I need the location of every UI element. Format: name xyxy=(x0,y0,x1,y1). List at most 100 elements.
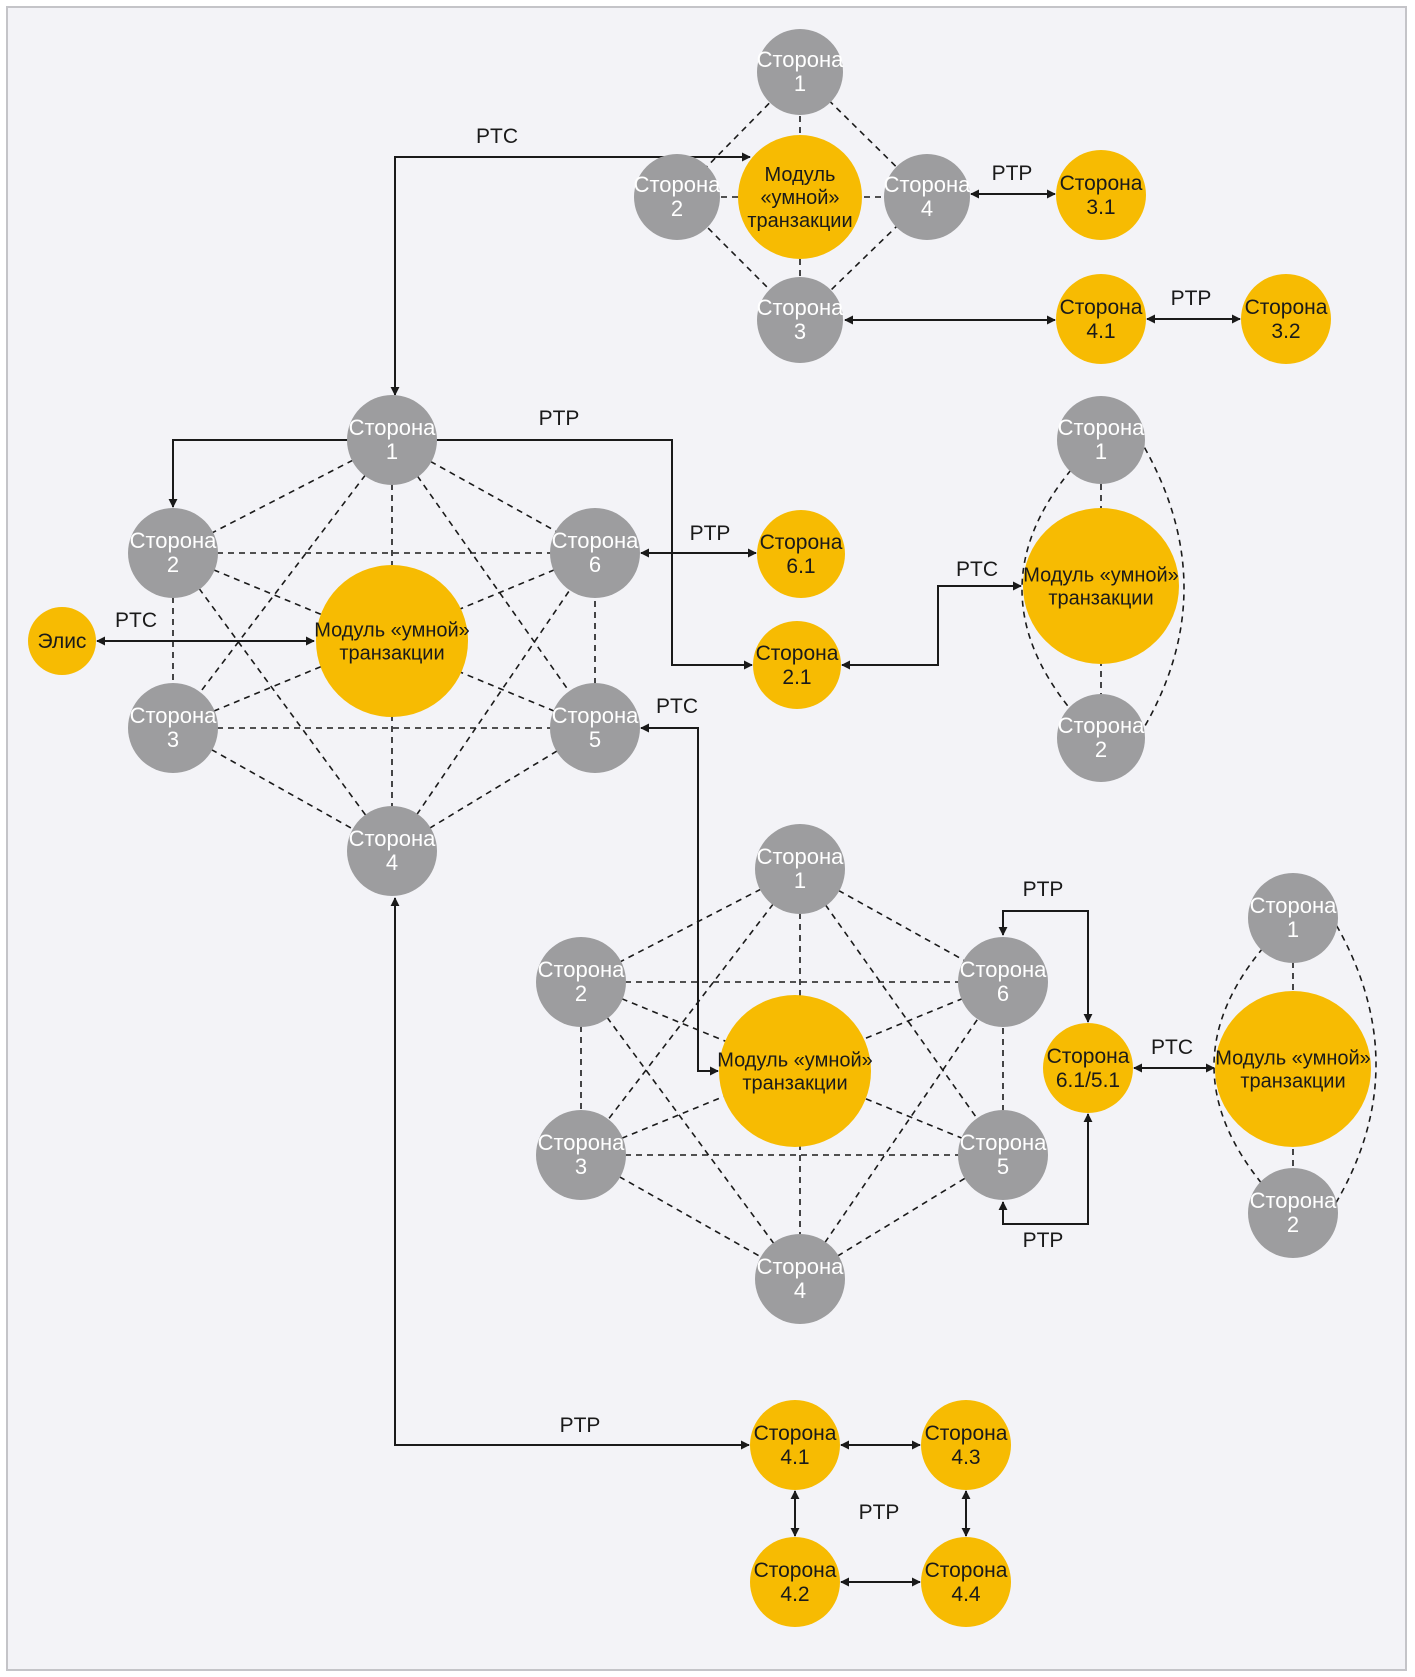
node-circle xyxy=(28,607,96,675)
node-label: 3 xyxy=(167,727,179,752)
connector xyxy=(390,897,750,1450)
node-label: 3 xyxy=(575,1154,587,1179)
node-label: Сторона xyxy=(757,295,845,320)
node-circle xyxy=(347,395,437,485)
connector-label-ptp: PTP xyxy=(1023,878,1064,901)
node-label: Сторона xyxy=(538,957,626,982)
node-label: Сторона xyxy=(130,528,218,553)
node-label: Сторона xyxy=(552,528,640,553)
node-circle xyxy=(1248,873,1338,963)
node-circle xyxy=(128,683,218,773)
dashed-link xyxy=(172,552,393,852)
node-label: 6 xyxy=(589,552,601,577)
node-circle xyxy=(1023,508,1179,664)
connector-label-ptp: PTP xyxy=(690,522,731,545)
smart-transaction-hub-hubBottomRight: Модуль «умной»транзакции xyxy=(1215,991,1371,1147)
node-label: Модуль xyxy=(765,164,836,186)
node-circle xyxy=(921,1400,1011,1490)
node-circle xyxy=(750,1537,840,1627)
node-label: Модуль «умной» xyxy=(1215,1048,1371,1070)
node-label: транзакции xyxy=(747,210,852,232)
node-circle xyxy=(1043,1023,1133,1113)
dashed-link xyxy=(391,439,596,729)
node-label: 2 xyxy=(575,981,587,1006)
node-label: Сторона xyxy=(925,1559,1008,1582)
node-label: Сторона xyxy=(1245,296,1328,319)
node-circle xyxy=(1057,694,1145,782)
node-label: Сторона xyxy=(1058,713,1146,738)
node-label: Сторона xyxy=(757,1254,845,1279)
dashed-link xyxy=(799,981,1004,1280)
node-label: 4 xyxy=(794,1278,806,1303)
node-label: 1 xyxy=(386,439,398,464)
connector-label-ptp: PTP xyxy=(539,407,580,430)
connector xyxy=(998,910,1093,1023)
node-label: Модуль «умной» xyxy=(314,620,470,642)
node-label: Сторона xyxy=(760,531,843,554)
dashed-arc-left xyxy=(1213,947,1264,1186)
node-label: Сторона xyxy=(1250,1188,1338,1213)
dashed-link xyxy=(172,439,393,729)
smart-transaction-hub-hubRight: Модуль «умной»транзакции xyxy=(1023,508,1179,664)
node-circle xyxy=(1215,991,1371,1147)
connector-label-ptp: PTP xyxy=(1171,287,1212,310)
dashed-link xyxy=(172,439,393,554)
connector xyxy=(998,1113,1093,1225)
node-label: Сторона xyxy=(1060,172,1143,195)
node-circle xyxy=(1248,1168,1338,1258)
smart-transaction-hub-hubBottom: Модуль «умной»транзакции xyxy=(717,995,873,1147)
node-label: 4.3 xyxy=(951,1446,980,1469)
node-label: 3.1 xyxy=(1086,196,1115,219)
connector xyxy=(841,581,1022,670)
node-circle xyxy=(738,135,862,259)
node-label: Сторона xyxy=(1250,893,1338,918)
node-label: 4 xyxy=(386,850,398,875)
node-label: Сторона xyxy=(925,1422,1008,1445)
node-label: 6 xyxy=(997,981,1009,1006)
node-label: 6.1 xyxy=(786,555,815,578)
node-label: 1 xyxy=(1095,439,1107,464)
node-label: транзакции xyxy=(1240,1071,1345,1093)
node-label: 6.1/5.1 xyxy=(1056,1069,1120,1092)
node-label: транзакции xyxy=(742,1073,847,1095)
node-label: 5 xyxy=(997,1154,1009,1179)
node-circle xyxy=(921,1537,1011,1627)
node-label: Модуль «умной» xyxy=(1023,565,1179,587)
node-label: Сторона xyxy=(634,172,722,197)
node-label: транзакции xyxy=(1048,588,1153,610)
connector xyxy=(168,439,350,508)
node-circle xyxy=(536,937,626,1027)
node-circle xyxy=(755,1234,845,1324)
node-label: 4.1 xyxy=(1086,320,1115,343)
node-circle xyxy=(958,1110,1048,1200)
connector-label-ptc: PTC xyxy=(956,558,998,581)
dashed-link xyxy=(799,868,1004,1156)
node-circle xyxy=(753,621,841,709)
node-label: 3 xyxy=(794,319,806,344)
node-circle xyxy=(719,995,871,1147)
node-label: Сторона xyxy=(1058,415,1146,440)
node-circle xyxy=(128,508,218,598)
node-label: Сторона xyxy=(757,844,845,869)
node-circle xyxy=(347,806,437,896)
node-label: 2 xyxy=(1287,1212,1299,1237)
node-label: 2 xyxy=(1095,737,1107,762)
node-circle xyxy=(316,565,468,717)
